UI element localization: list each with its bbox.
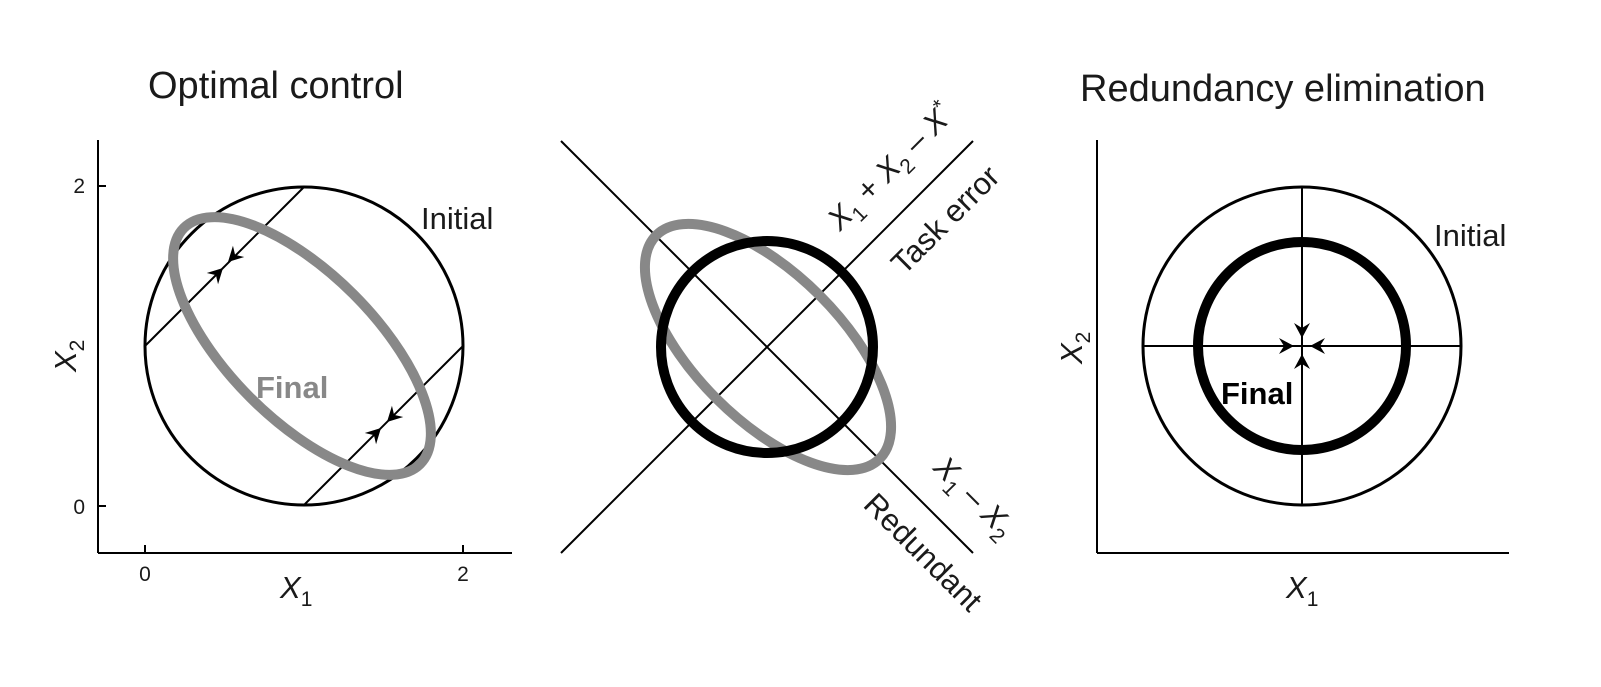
initial-label: Initial [1434, 218, 1506, 253]
task-error-axis-line [560, 140, 974, 554]
y-tick-label: 0 [73, 496, 85, 519]
panel-title-optimal-control: Optimal control [148, 65, 404, 107]
final-label: Final [1221, 376, 1293, 411]
equal-variance-circle [656, 236, 878, 458]
final-distribution-circle [1193, 237, 1411, 455]
redundant-axis-label: X1 – X2 [922, 448, 1022, 548]
panel-title-redundancy-elimination: Redundancy elimination [1080, 68, 1486, 110]
panel-optimal-control: Optimal control 2 0 0 2 X1 X2 Initial Fi… [48, 65, 512, 611]
final-distribution-ellipse [639, 218, 897, 476]
y-axis-label: X2 [48, 340, 89, 373]
final-distribution-ellipse [168, 212, 436, 480]
panel-redundancy-elimination: Redundancy elimination X1 X2 Initial Fin… [1054, 68, 1509, 611]
y-tick-label: 2 [73, 175, 85, 198]
panel-rotated-axes: X1 + X2 – X* Task error X1 – X2 Redundan… [560, 95, 1022, 618]
x-tick-label: 2 [457, 563, 469, 586]
final-label: Final [256, 370, 328, 405]
task-level-line [144, 186, 305, 347]
initial-label: Initial [421, 201, 493, 236]
initial-distribution-circle [143, 185, 465, 507]
x-axis-label: X1 [279, 570, 312, 611]
y-axis-label: X2 [1054, 332, 1095, 365]
task-level-line [303, 345, 464, 506]
x-tick-label: 0 [139, 563, 151, 586]
x-axis-label: X1 [1285, 570, 1318, 611]
